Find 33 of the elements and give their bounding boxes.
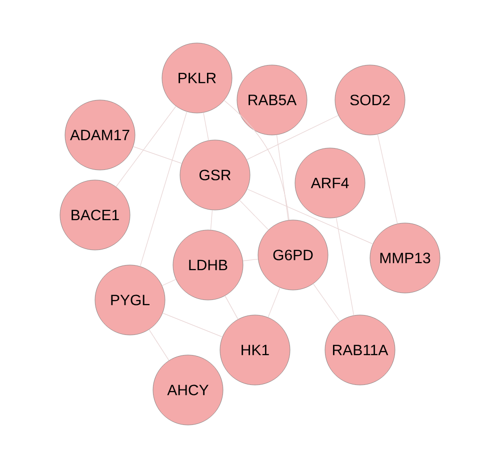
edge-line [239, 200, 269, 230]
gene-node: PKLR [162, 42, 232, 114]
edge-line [336, 217, 354, 316]
gene-node: RAB11A [324, 314, 396, 386]
gene-node: HK1 [220, 314, 290, 386]
edge-line [210, 210, 213, 230]
edge-line [377, 134, 398, 224]
edge-line [203, 112, 209, 141]
edge-line [224, 100, 290, 220]
gene-node: AHCY [152, 354, 224, 426]
edge-line [313, 283, 340, 322]
edge-line [268, 287, 280, 318]
gene-node: PYGL [94, 264, 166, 336]
gene-node: RAB5A [236, 64, 308, 136]
gene-node: ADAM17 [64, 100, 136, 170]
gene-node: BACE1 [60, 180, 130, 250]
gene-node: G6PD [258, 220, 328, 290]
edge-line [116, 106, 176, 188]
gene-node: ARF4 [294, 148, 366, 218]
edge-line [246, 115, 339, 160]
edge-line [162, 312, 223, 338]
edge-line [276, 134, 289, 220]
edge-line [224, 296, 238, 320]
edge-line [140, 111, 188, 267]
gene-node: SOD2 [334, 64, 406, 136]
edge-line [148, 329, 170, 361]
edge-line [132, 146, 182, 164]
gene-node: LDHB [172, 230, 244, 300]
edge-line [162, 279, 176, 286]
edge-line [246, 188, 374, 244]
gene-node: MMP13 [370, 222, 440, 294]
edge-line [242, 258, 258, 262]
gene-node: GSR [180, 140, 250, 210]
